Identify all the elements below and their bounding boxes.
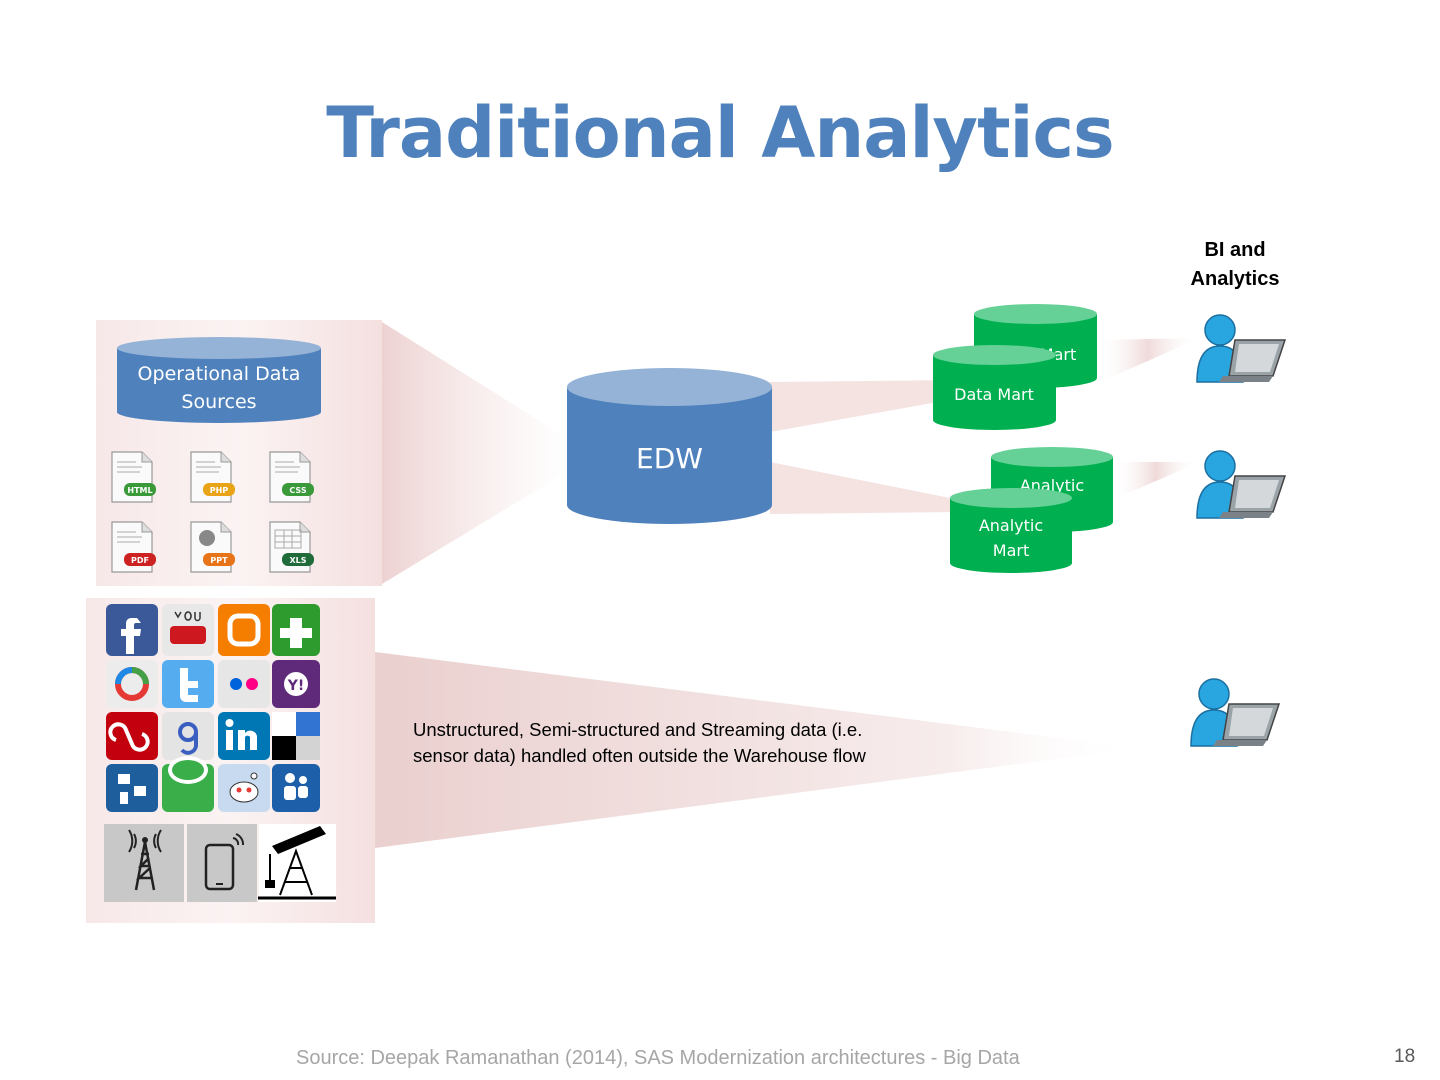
unstructured-flow-funnel (375, 652, 1140, 848)
analytic-mart-to-user-funnel (1112, 462, 1200, 500)
pdf-file-icon: PDF (111, 521, 156, 573)
svg-text:Y!: Y! (287, 678, 305, 694)
plus-icon (272, 604, 320, 656)
html-file-icon: HTML (111, 451, 156, 503)
yahoo-icon: Y! (272, 660, 320, 708)
css-file-icon: CSS (269, 451, 314, 503)
flickr-icon (218, 660, 270, 708)
sensor-icons (104, 824, 336, 902)
social-media-icons: Y! (106, 604, 320, 812)
bi-analytics-heading: BI and Analytics (1190, 239, 1280, 290)
picasa-icon (106, 660, 158, 708)
slide-title: Traditional Analytics (326, 92, 1114, 174)
sources-to-edw-funnel (382, 322, 570, 584)
data-mart-front-cylinder: Data Mart (933, 345, 1056, 430)
oil-pump-icon (258, 824, 336, 902)
google-icon (162, 712, 214, 760)
cell-tower-icon (104, 824, 184, 902)
operational-sources-label-1: Operational Data (138, 363, 301, 385)
data-mart-front-label: Data Mart (954, 385, 1034, 404)
mobile-phone-icon (187, 824, 257, 902)
source-citation: Source: Deepak Ramanathan (2014), SAS Mo… (296, 1047, 1020, 1069)
ppt-file-label: PPT (210, 556, 228, 565)
data-mart-to-user-funnel (1096, 338, 1200, 382)
operational-sources-label-2: Sources (181, 391, 256, 413)
pdf-file-label: PDF (131, 556, 149, 565)
myspace-icon (272, 764, 320, 812)
youtube-icon (162, 604, 214, 656)
facebook-icon (106, 604, 158, 656)
edw-label: EDW (636, 442, 703, 475)
lastfm-icon (106, 712, 158, 760)
blogger-icon (218, 604, 270, 656)
php-file-label: PHP (210, 486, 229, 495)
chat-icon (162, 756, 214, 812)
analytic-mart-front-cylinder: Analytic Mart (950, 488, 1072, 573)
analytic-mart-front-label-1: Analytic (979, 516, 1043, 535)
analytic-mart-front-label-2: Mart (993, 541, 1029, 560)
user-icon-3 (1190, 678, 1281, 747)
edw-to-analytic-mart-funnel (770, 462, 960, 514)
edw-cylinder: EDW (567, 368, 772, 524)
file-icons: HTML PHP CSS PDF PPT (111, 451, 314, 573)
css-file-label: CSS (289, 486, 306, 495)
operational-data-sources-cylinder: Operational Data Sources (117, 337, 321, 423)
page-number: 18 (1394, 1046, 1416, 1067)
user-icon-1 (1196, 314, 1287, 383)
xls-file-label: XLS (289, 556, 306, 565)
delicious-icon (272, 712, 320, 760)
xls-file-icon: XLS (269, 521, 314, 573)
ppt-file-icon: PPT (190, 521, 235, 573)
edw-to-data-mart-funnel (770, 380, 960, 432)
network-icon (106, 764, 158, 812)
reddit-icon (218, 764, 270, 812)
unstructured-data-note: Unstructured, Semi-structured and Stream… (413, 719, 866, 766)
user-icon-2 (1196, 450, 1287, 519)
linkedin-icon (218, 712, 270, 760)
php-file-icon: PHP (190, 451, 235, 503)
html-file-label: HTML (127, 486, 152, 495)
twitter-icon (162, 660, 214, 708)
